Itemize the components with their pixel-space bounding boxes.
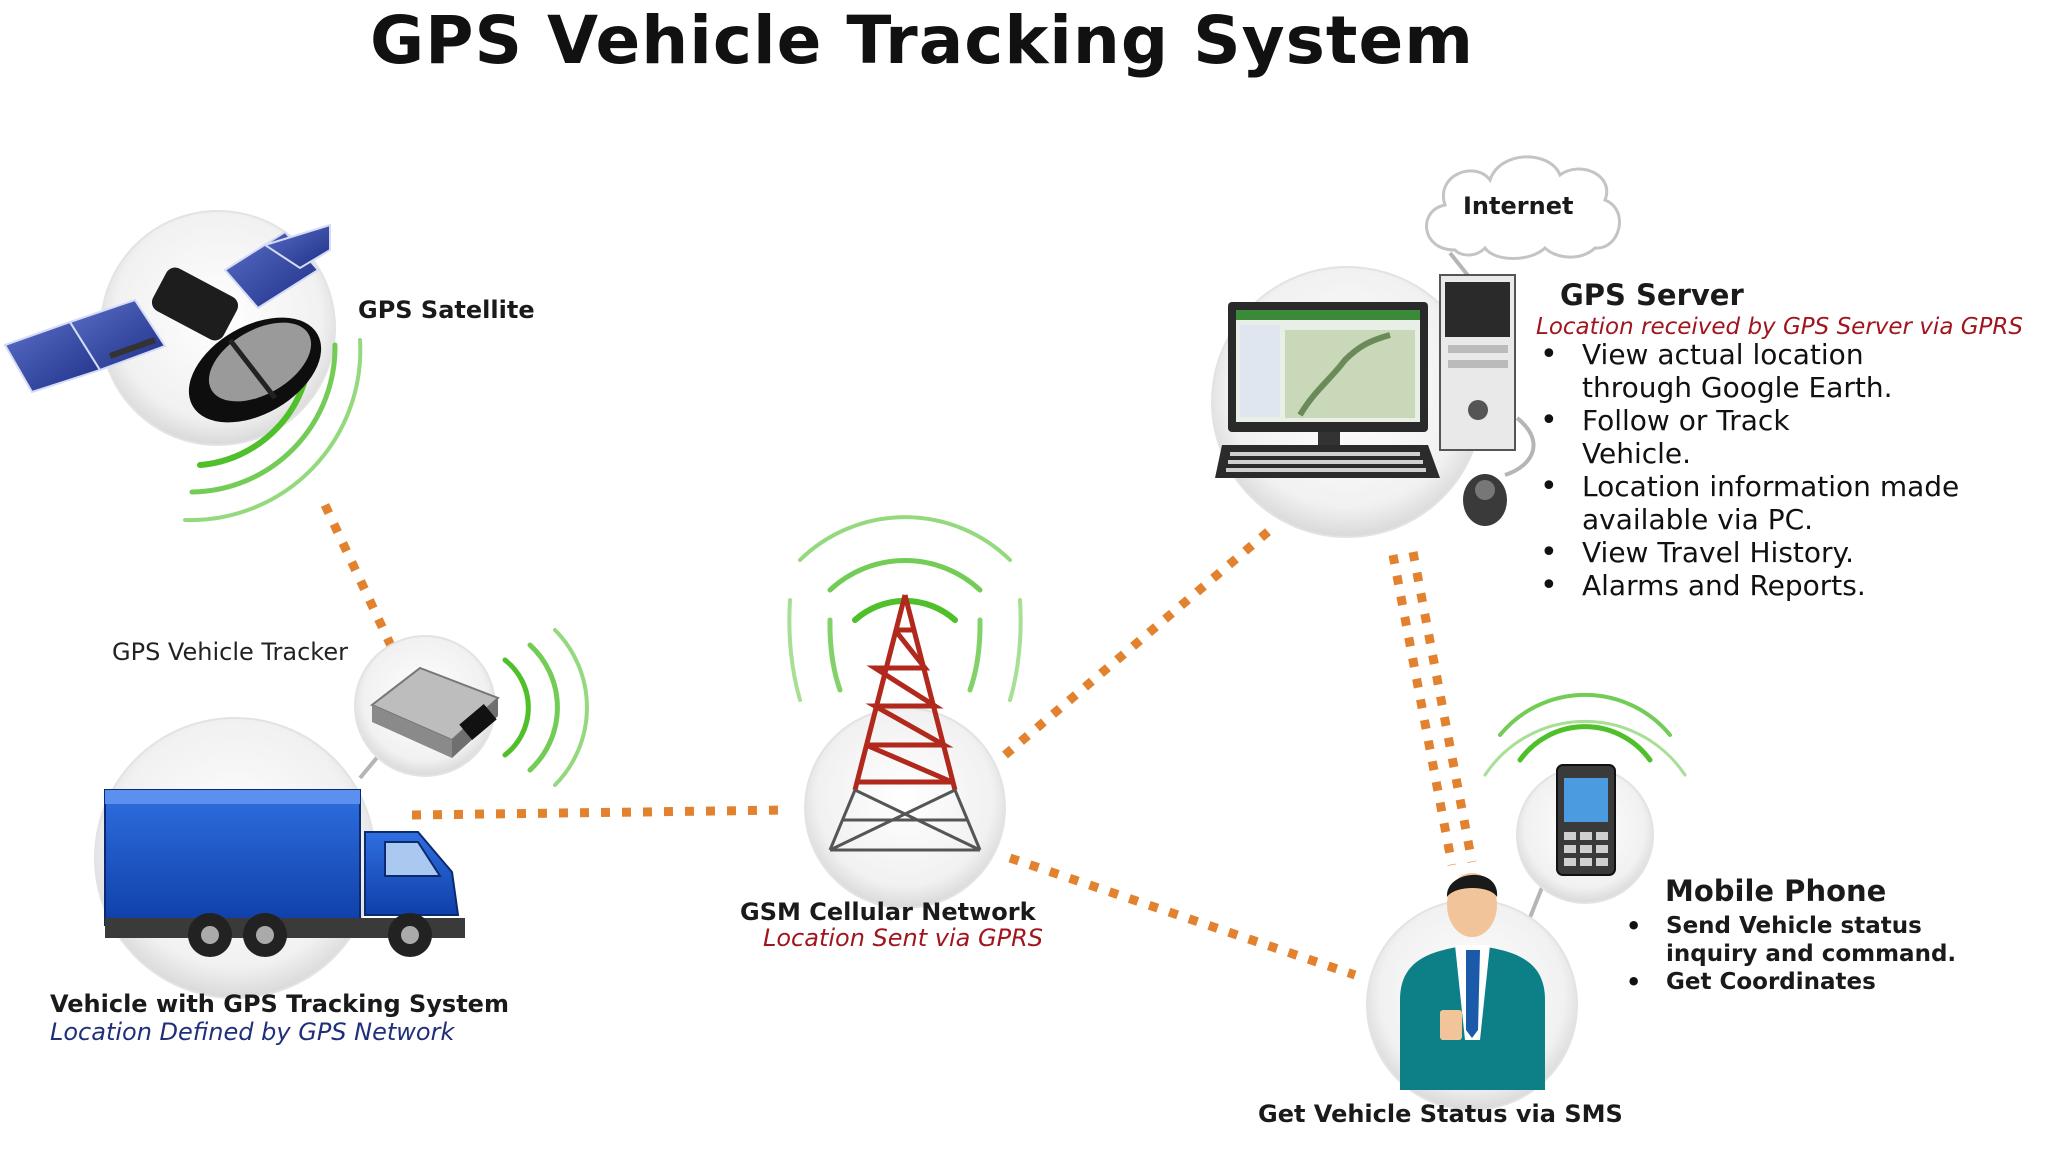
- server-feature-item: Follow or Track Vehicle.: [1540, 404, 1842, 470]
- vehicle-sublabel: Location Defined by GPS Network: [50, 1018, 455, 1046]
- server-feature-list: View actual location through Google Eart…: [1540, 338, 2048, 602]
- mobile-label: Mobile Phone: [1665, 874, 1887, 908]
- tracker-device-icon: [370, 666, 500, 758]
- link-tower-server: [1002, 526, 1273, 759]
- server-sublabel: Location received by GPS Server via GPRS: [1536, 314, 2023, 340]
- cell-tower-icon: [828, 594, 982, 852]
- mobile-feature-item: Send Vehicle status inquiry and command.: [1626, 912, 1966, 968]
- link-satellite-tracker: [320, 503, 397, 650]
- mobile-phone-icon: [1556, 764, 1616, 876]
- cloud-icon: [1425, 155, 1621, 260]
- truck-icon: [104, 789, 465, 957]
- server-label: GPS Server: [1560, 278, 1744, 312]
- link-tower-user: [1008, 853, 1357, 980]
- server-feature-item: Alarms and Reports.: [1540, 569, 2048, 602]
- internet-label: Internet: [1463, 192, 1574, 220]
- user-label: Get Vehicle Status via SMS: [1258, 1100, 1623, 1128]
- satellite-label: GPS Satellite: [358, 296, 535, 324]
- vehicle-label: Vehicle with GPS Tracking System: [50, 990, 509, 1018]
- link-vehicle-tower: [411, 805, 791, 820]
- tower-label: GSM Cellular Network: [740, 898, 1036, 926]
- computer-icon: [1215, 274, 1516, 526]
- mobile-feature-list: Send Vehicle status inquiry and command.…: [1626, 912, 2026, 996]
- person-icon: [1400, 873, 1545, 1090]
- server-feature-item: Location information made available via …: [1540, 470, 1962, 536]
- satellite-icon: [3, 223, 331, 423]
- page-title: GPS Vehicle Tracking System: [370, 2, 1475, 79]
- server-feature-item: View Travel History.: [1540, 536, 2048, 569]
- tower-sublabel: Location Sent via GPRS: [763, 924, 1043, 952]
- connection-links: [320, 503, 1477, 980]
- tracker-label: GPS Vehicle Tracker: [112, 638, 348, 666]
- mobile-feature-item: Get Coordinates: [1626, 968, 2026, 996]
- server-feature-item: View actual location through Google Eart…: [1540, 338, 1912, 404]
- tower-circle: [804, 707, 1006, 909]
